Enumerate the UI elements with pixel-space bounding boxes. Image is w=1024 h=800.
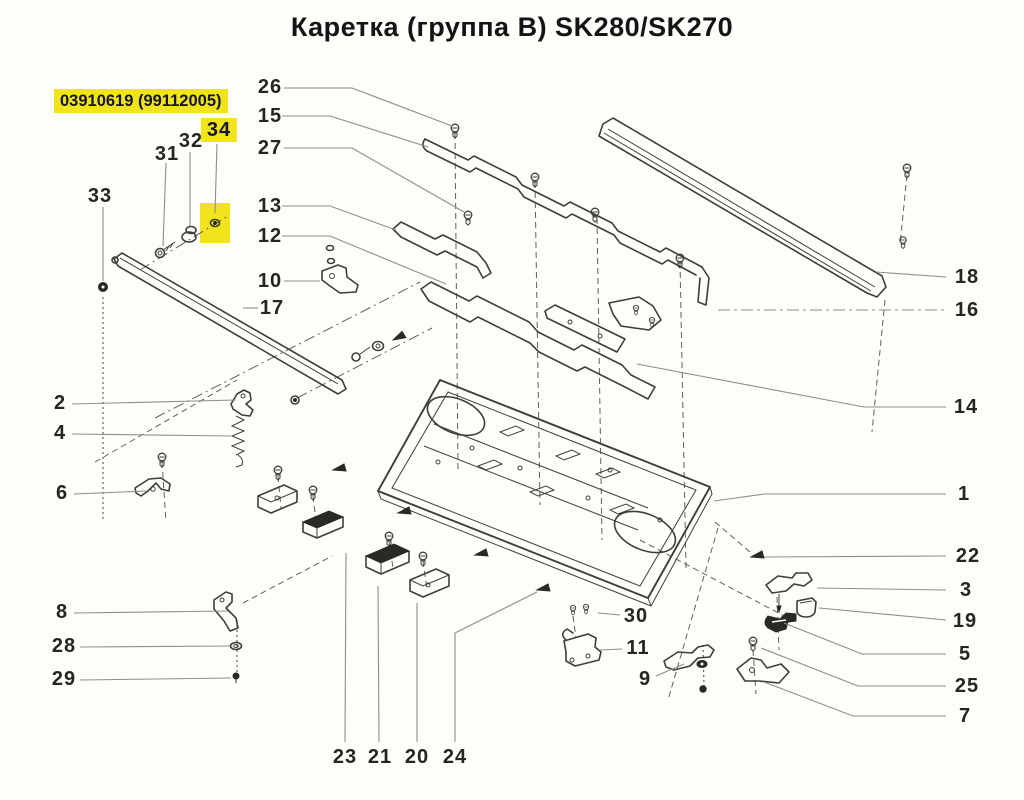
leader-line-1: [713, 493, 946, 502]
bracket-7: [736, 657, 790, 684]
slider-blocks: [257, 484, 450, 598]
lever-9: [663, 644, 715, 693]
bracket-6: [134, 477, 171, 497]
cap-19: [796, 597, 817, 618]
leader-line-28: [79, 645, 231, 648]
leader-line-23: [344, 552, 347, 743]
leader-line-18: [875, 271, 947, 278]
leader-line-11: [599, 648, 623, 651]
screws: [157, 123, 912, 652]
leader-line-21: [377, 585, 380, 743]
page-title: Каретка (группа B) SK280/SK270: [290, 12, 734, 42]
leader-line-25: [760, 647, 946, 687]
leader-line-5: [783, 622, 946, 655]
leader-lines: [71, 87, 947, 743]
leader-line-34: [214, 143, 218, 214]
leader-line-9: [655, 663, 685, 677]
bracket-8: [213, 591, 243, 683]
leader-line-26: [284, 87, 453, 127]
part-number-highlight: 03910619 (99112005): [54, 89, 228, 113]
leader-line-4: [71, 433, 233, 437]
leader-line-30: [597, 612, 621, 616]
plate-12: [420, 281, 656, 400]
leader-line-8: [73, 610, 229, 614]
leader-line-27: [284, 147, 465, 213]
leader-line-22: [763, 555, 947, 558]
leader-line-3: [816, 587, 947, 591]
leader-line-24: [454, 591, 538, 742]
carriage-plate: [377, 379, 713, 607]
screw-icon: [632, 304, 640, 316]
lever-2: [230, 389, 254, 417]
leader-line-31: [162, 162, 167, 247]
leader-line-13: [282, 205, 397, 231]
leader-line-19: [818, 607, 947, 621]
bracket-14: [608, 296, 662, 331]
bracket-11: [561, 628, 602, 667]
clip-5: [764, 612, 797, 633]
leader-line-7: [763, 681, 946, 717]
rail-18: [598, 117, 887, 298]
spring-4: [230, 415, 246, 468]
assembly-dashed-lines: [94, 132, 908, 701]
lever-3: [765, 572, 813, 614]
leader-line-2: [71, 399, 237, 405]
leader-line-12: [282, 235, 447, 285]
leader-line-15: [282, 115, 429, 148]
plate-13: [392, 221, 492, 279]
rail-17: [111, 252, 347, 395]
leader-line-14: [636, 363, 946, 408]
leader-line-29: [79, 677, 232, 681]
plate-middle: [544, 304, 626, 353]
bracket-10: [321, 244, 359, 294]
leader-line-6: [73, 490, 147, 495]
hardware-31-34: [98, 218, 407, 405]
